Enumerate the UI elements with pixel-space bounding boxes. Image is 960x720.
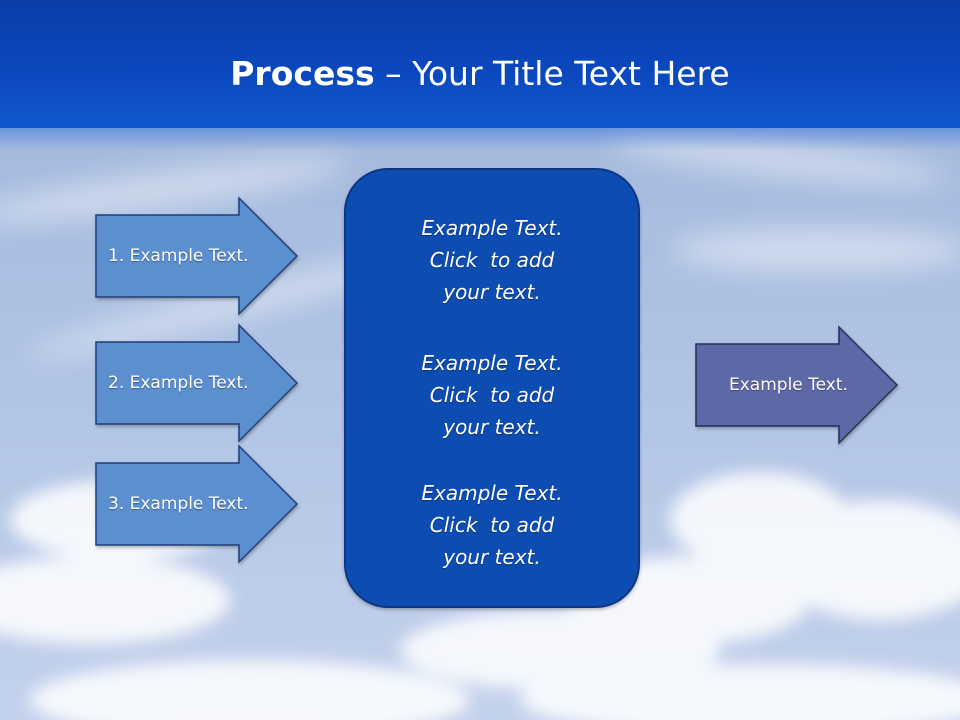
center-process-box[interactable] [344, 168, 640, 608]
center-block-2-line-3: your text. [443, 415, 541, 439]
input-arrow-3[interactable] [95, 444, 299, 564]
center-block-1-line-2: Click to add [429, 248, 555, 272]
center-block-1-line-1: Example Text. [421, 216, 563, 240]
center-block-2-line-1: Example Text. [421, 351, 563, 375]
title-rest: – Your Title Text Here [374, 54, 730, 93]
center-block-1-line-3: your text. [443, 280, 541, 304]
slide-title: Process – Your Title Text Here [0, 52, 960, 96]
input-arrow-2[interactable] [95, 323, 299, 443]
output-arrow-label: Example Text. [729, 375, 848, 395]
center-block-3-line-1: Example Text. [421, 481, 563, 505]
title-bold: Process [230, 54, 375, 93]
center-block-3-line-3: your text. [443, 545, 541, 569]
input-arrow-3-label: 3. Example Text. [108, 494, 249, 514]
center-block-2-line-2: Click to add [429, 383, 555, 407]
input-arrow-1[interactable] [95, 196, 299, 316]
input-arrow-1-label: 1. Example Text. [108, 246, 249, 266]
input-arrow-2-label: 2. Example Text. [108, 373, 249, 393]
output-arrow[interactable] [695, 325, 899, 445]
title-bar [0, 0, 960, 150]
center-block-3-line-2: Click to add [429, 513, 555, 537]
